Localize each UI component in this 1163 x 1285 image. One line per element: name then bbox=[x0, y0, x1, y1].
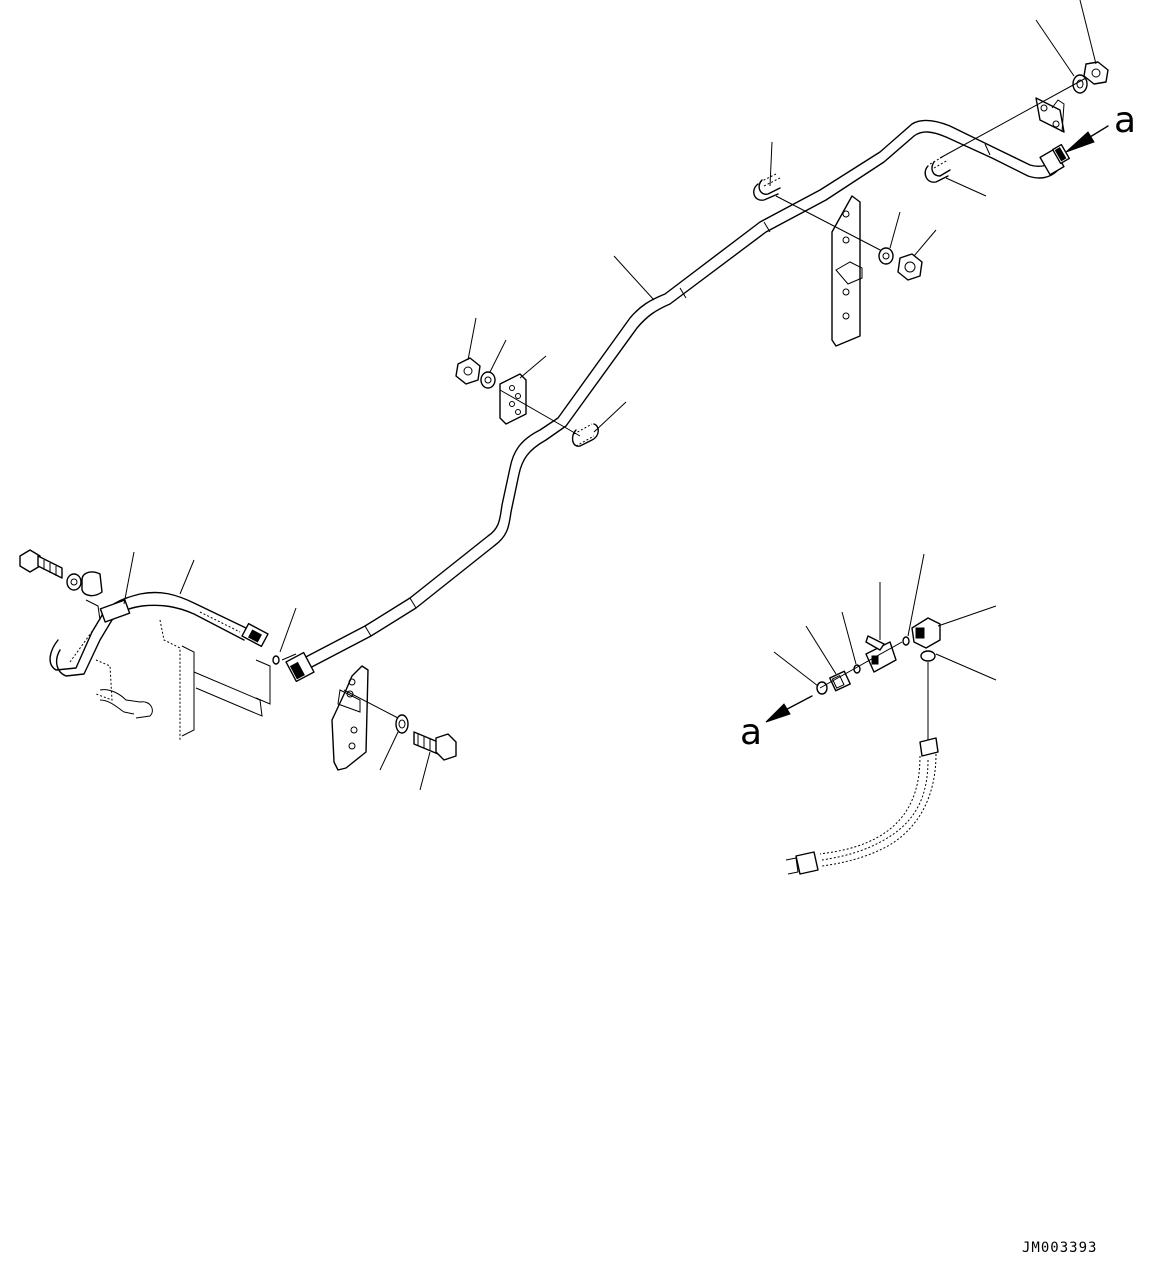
o-ring-right-4 bbox=[920, 650, 936, 662]
frame-structure-left bbox=[95, 619, 271, 740]
upper-right-bracket bbox=[1035, 97, 1065, 133]
washer-left bbox=[66, 573, 82, 591]
washer-lower bbox=[395, 714, 409, 734]
hose-clamp-left bbox=[81, 571, 103, 621]
document-id: JM003393 bbox=[1022, 1240, 1097, 1256]
leader-line bbox=[805, 625, 837, 675]
centerline bbox=[819, 641, 903, 689]
clamp-plate-middle bbox=[499, 373, 527, 425]
leader-line bbox=[279, 607, 297, 653]
washer-center-right bbox=[878, 247, 894, 265]
centerline bbox=[499, 389, 581, 437]
u-bolt-clamp-center bbox=[753, 173, 781, 201]
lower-support-bracket bbox=[331, 665, 369, 771]
centerline bbox=[939, 77, 1087, 159]
leader-line bbox=[467, 317, 477, 361]
flange-nut-middle bbox=[455, 357, 481, 385]
flow-arrow-a-top: a bbox=[1065, 100, 1136, 153]
leader-line bbox=[913, 229, 937, 257]
callout-a-bottom: a bbox=[740, 712, 762, 753]
leader-line bbox=[419, 751, 431, 791]
washer-middle bbox=[480, 371, 496, 389]
tube-end-fitting-right bbox=[1039, 143, 1071, 176]
leader-line bbox=[1035, 19, 1075, 77]
centerline bbox=[343, 689, 399, 719]
leader-line bbox=[489, 339, 507, 373]
flange-nut-top-right bbox=[1083, 61, 1109, 85]
leader-line bbox=[773, 651, 819, 687]
o-ring-right-1 bbox=[816, 681, 828, 695]
bolt-left bbox=[19, 549, 63, 579]
flow-arrow-a-bottom: a bbox=[740, 695, 813, 753]
tall-support-bracket bbox=[831, 195, 863, 347]
flexible-hose-right bbox=[785, 737, 939, 875]
elbow-fitting-right bbox=[911, 617, 941, 649]
leader-line bbox=[179, 559, 195, 595]
o-ring-left bbox=[272, 655, 280, 665]
centerline bbox=[775, 195, 885, 253]
leader-line bbox=[379, 731, 399, 771]
u-bolt-clamp-right bbox=[924, 155, 951, 183]
flexible-hose-left bbox=[49, 591, 269, 677]
flange-nut-center-right bbox=[897, 253, 923, 281]
leader-line bbox=[1079, 0, 1097, 65]
leader-line bbox=[935, 653, 997, 681]
leader-line bbox=[769, 141, 773, 187]
leader-line bbox=[937, 605, 997, 627]
leader-line bbox=[613, 255, 655, 301]
u-bolt-clamp-middle bbox=[571, 423, 599, 447]
bolt-lower bbox=[413, 731, 457, 761]
leader-line bbox=[889, 211, 901, 249]
leader-line bbox=[519, 355, 547, 379]
leader-line bbox=[593, 401, 627, 433]
leader-line bbox=[945, 177, 987, 197]
main-hydraulic-tube bbox=[299, 119, 1059, 671]
leader-line bbox=[907, 553, 925, 637]
o-ring-right-3 bbox=[902, 636, 910, 646]
adapter-right bbox=[829, 670, 851, 692]
leader-line bbox=[123, 551, 135, 605]
leader-line bbox=[841, 611, 857, 665]
tube-end-fitting-left bbox=[281, 651, 315, 683]
callout-a-top: a bbox=[1114, 100, 1136, 141]
